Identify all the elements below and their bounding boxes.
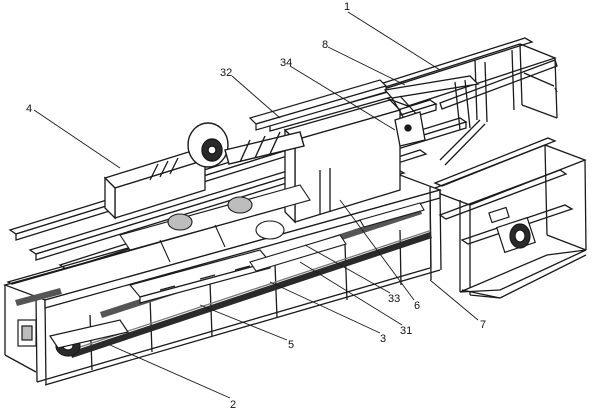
leader-lines xyxy=(33,11,479,399)
callout-32: 32 xyxy=(220,67,232,79)
callout-7: 7 xyxy=(480,319,486,331)
callout-33: 33 xyxy=(388,293,400,305)
right-lower-frame xyxy=(428,137,587,299)
callout-5: 5 xyxy=(288,339,294,351)
lower-conveyor-plate xyxy=(128,249,272,304)
flipper-arm xyxy=(383,75,486,166)
drive-pulley xyxy=(17,319,129,357)
gear-mechanism xyxy=(119,184,425,272)
callout-34: 34 xyxy=(280,57,292,69)
callout-3: 3 xyxy=(380,333,386,345)
callout-4: 4 xyxy=(26,103,32,115)
callout-31: 31 xyxy=(400,325,412,337)
carriage-block xyxy=(103,149,207,220)
callout-6: 6 xyxy=(414,300,420,312)
callout-2: 2 xyxy=(230,399,236,411)
housing-top-plate xyxy=(248,79,388,131)
drive-motor xyxy=(488,206,536,254)
callout-1: 1 xyxy=(344,1,350,13)
callout-labels: 1 8 32 34 4 33 6 31 3 7 5 2 xyxy=(26,1,486,411)
callout-8: 8 xyxy=(322,39,328,51)
central-housing xyxy=(269,89,402,224)
roller-wheel xyxy=(187,122,305,168)
